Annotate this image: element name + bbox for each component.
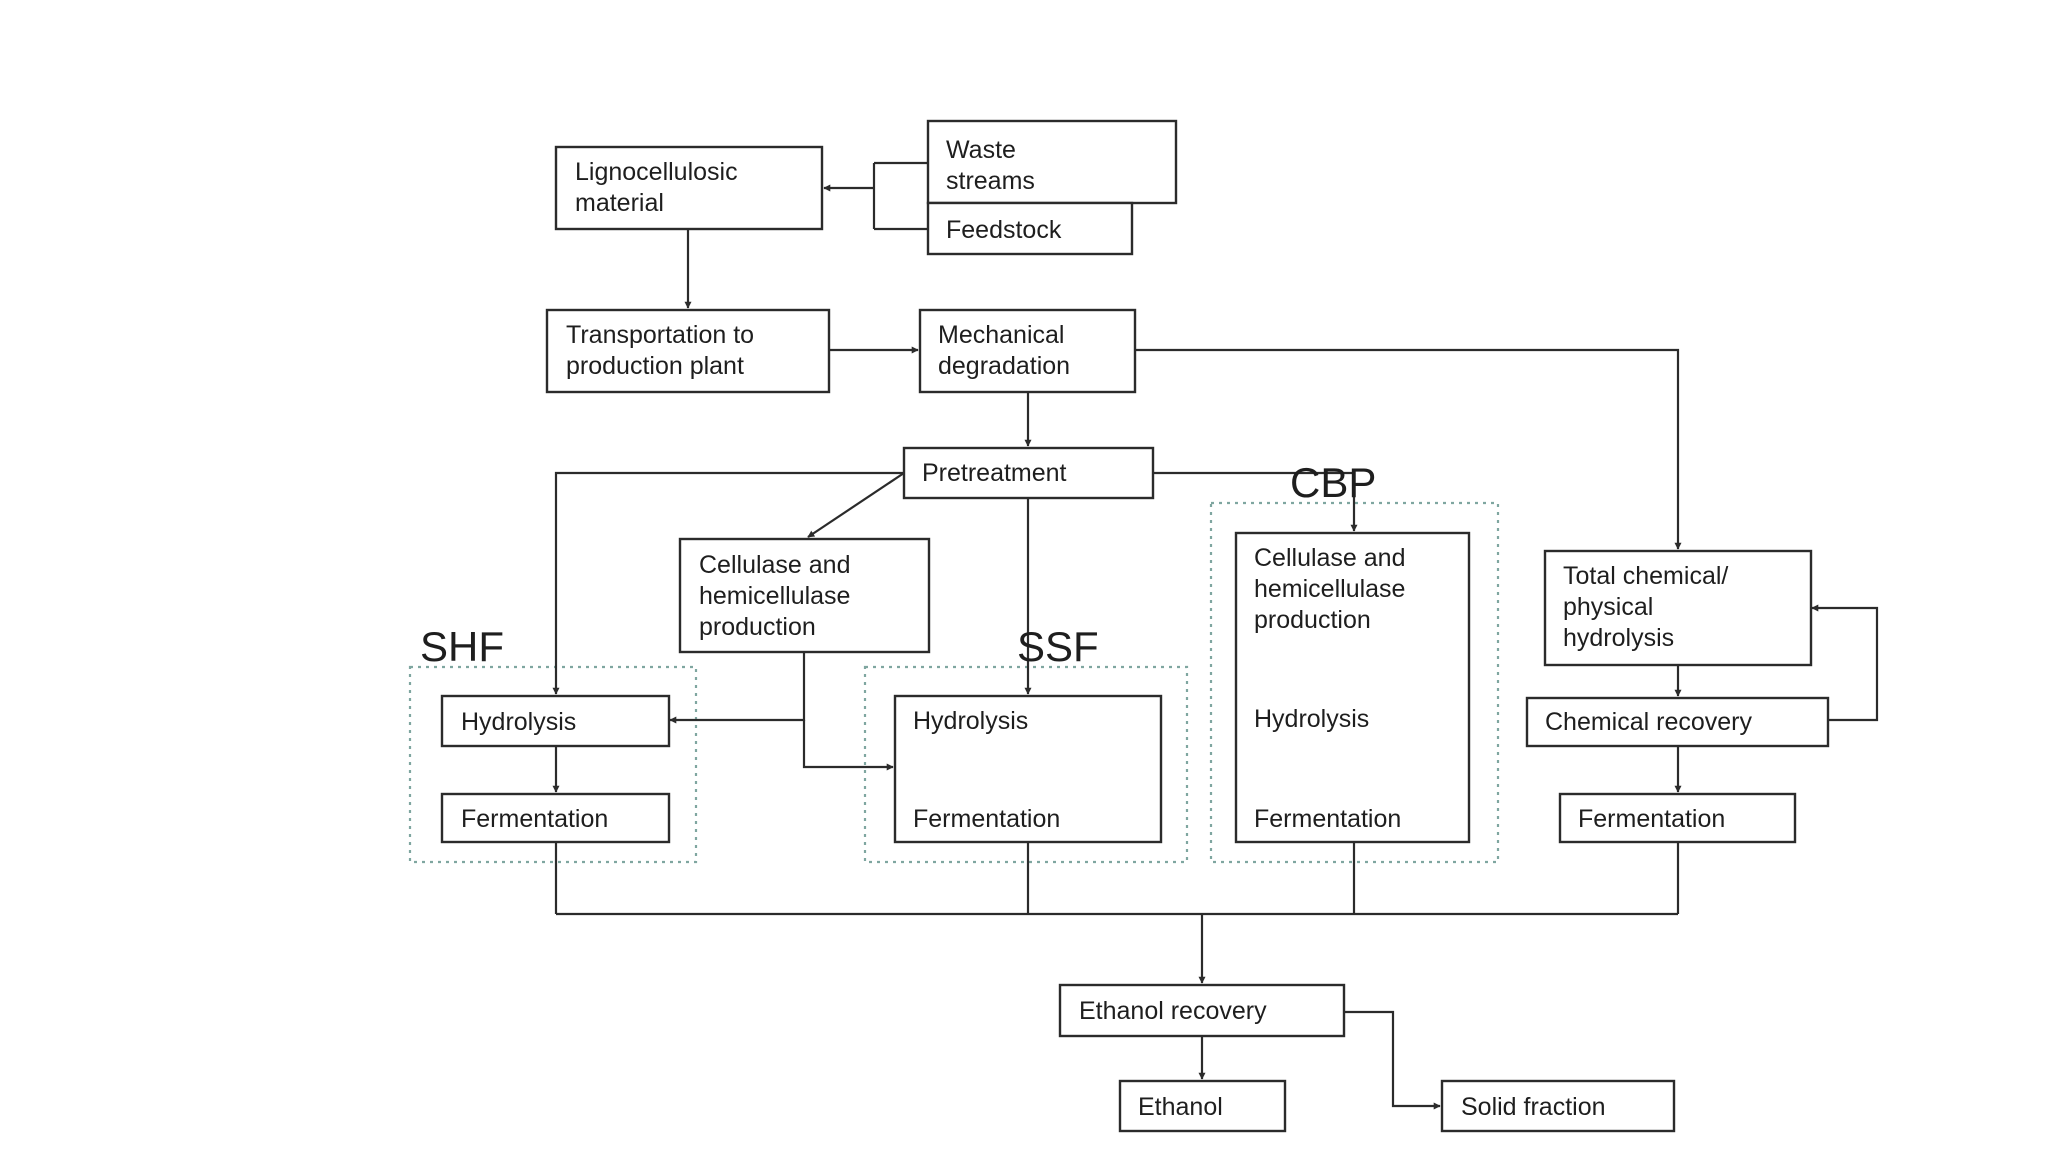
transportation-box — [545, 308, 831, 394]
ssf-fermentation-label: Fermentation — [913, 805, 1060, 833]
edge-cellulase-ssf — [802, 720, 894, 771]
shf-group-label: SHF — [420, 623, 504, 670]
cbp-hydrolysis-label: Hydrolysis — [1254, 705, 1369, 733]
pretreatment-label: Pretreatment — [922, 459, 1067, 487]
total-hydrolysis-box — [1543, 549, 1813, 667]
feedstock-label: Feedstock — [946, 216, 1062, 244]
cbp-box — [1234, 531, 1471, 844]
ssf-box — [893, 694, 1163, 844]
edge-pretreatment-cellulase — [807, 472, 905, 538]
ssf-hydrolysis-label: Hydrolysis — [913, 707, 1028, 735]
edge-mechanical-total-hydrolysis — [1135, 348, 1682, 550]
shf-fermentation-box — [440, 792, 671, 844]
ethanol-box — [1118, 1079, 1287, 1133]
cbp-group-label: CBP — [1290, 459, 1376, 506]
shf-fermentation-label: Fermentation — [461, 805, 608, 833]
connectors — [552, 161, 1879, 1110]
cellulase-production-box — [678, 537, 931, 654]
pretreatment-box — [902, 446, 1155, 500]
cbp-fermentation-label: Fermentation — [1254, 805, 1401, 833]
chemical-recovery-label: Chemical recovery — [1545, 708, 1753, 736]
feedstock-box — [926, 201, 1134, 256]
chem-fermentation-label: Fermentation — [1578, 805, 1725, 833]
lignocellulosic-material-box — [554, 145, 824, 231]
edge-cellulase-shf-hydrolysis — [669, 652, 806, 724]
solid-fraction-label: Solid fraction — [1461, 1093, 1606, 1121]
shf-hydrolysis-label: Hydrolysis — [461, 708, 576, 736]
solid-fraction-box — [1440, 1079, 1676, 1133]
ssf-group-frame — [863, 665, 1189, 864]
shf-group-frame — [408, 665, 698, 864]
edge-ethanol-recovery-solid — [1344, 1010, 1441, 1110]
ethanol-label: Ethanol — [1138, 1093, 1223, 1121]
ethanol-recovery-box — [1058, 983, 1346, 1038]
edge-pretreatment-cbp — [1153, 471, 1358, 532]
ssf-group-label: SSF — [1017, 623, 1099, 670]
ethanol-recovery-label: Ethanol recovery — [1079, 997, 1267, 1025]
chem-fermentation-box — [1558, 792, 1797, 844]
shf-hydrolysis-box — [440, 694, 671, 748]
chemical-recovery-box — [1525, 696, 1830, 748]
edge-pretreatment-shf — [552, 471, 904, 695]
edge-chemrecovery-loop — [1811, 604, 1879, 722]
cbp-group-frame — [1209, 501, 1500, 864]
mechanical-degradation-box — [918, 308, 1137, 394]
